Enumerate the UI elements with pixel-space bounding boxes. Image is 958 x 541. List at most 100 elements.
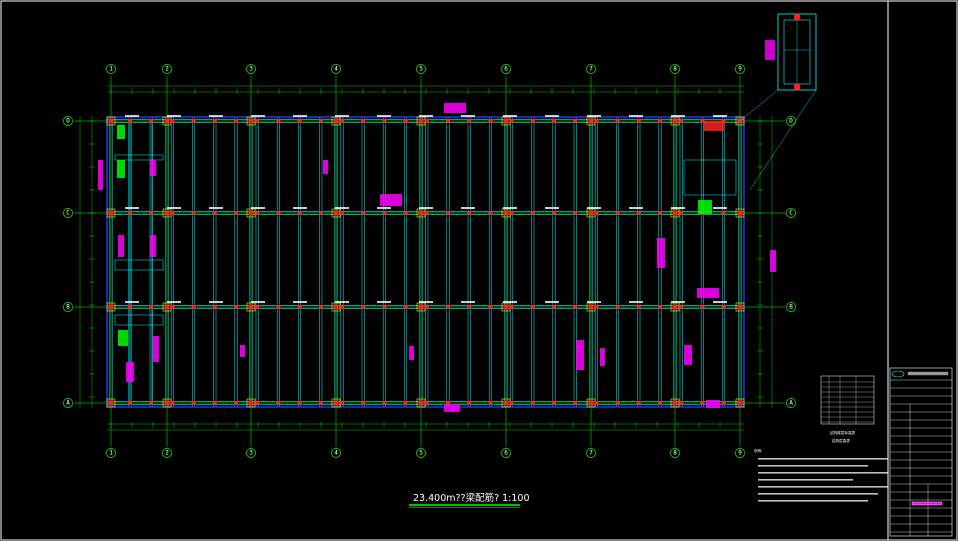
axis-number-label: 4	[334, 450, 338, 457]
axis-bubble-A: A	[63, 398, 73, 408]
axis-bubble-9: 9	[735, 64, 745, 74]
axis-number-label: 3	[249, 450, 253, 457]
axis-bubble-5: 5	[416, 448, 426, 458]
axis-bubble-B: B	[786, 302, 796, 312]
axis-bubble-8: 8	[670, 64, 680, 74]
axis-bubble-C: C	[786, 208, 796, 218]
axis-number-label: 7	[589, 66, 593, 73]
column	[246, 398, 256, 408]
beam-annotation	[770, 250, 776, 272]
column	[106, 398, 116, 408]
beam-annotation	[380, 194, 402, 206]
axis-bubble-B: B	[63, 302, 73, 312]
axis-letter-label: D	[66, 118, 70, 125]
axis-letter-label: D	[789, 118, 793, 125]
axis-number-label: 5	[419, 66, 423, 73]
axis-number-label: 1	[109, 66, 113, 73]
axis-number-label: 6	[504, 66, 508, 73]
axis-bubble-3: 3	[246, 448, 256, 458]
axis-number-label: 8	[673, 66, 677, 73]
axis-letter-label: C	[66, 210, 70, 217]
axis-bubble-7: 7	[586, 448, 596, 458]
axis-letter-label: A	[789, 400, 793, 407]
beam-annotation	[153, 336, 159, 362]
axis-number-label: 6	[504, 450, 508, 457]
axis-bubble-D: D	[786, 116, 796, 126]
beam-annotation	[150, 235, 156, 257]
axis-letter-label: B	[66, 304, 70, 311]
axis-bubble-4: 4	[331, 448, 341, 458]
axis-bubble-6: 6	[501, 64, 511, 74]
beam-annotation	[600, 348, 605, 366]
floor-level-table: 结构楼层标高表 结构层高表	[820, 375, 875, 443]
beam-annotation	[409, 346, 414, 360]
axis-number-label: 7	[589, 450, 593, 457]
notes-heading: 说明：	[754, 448, 765, 453]
beam-annotation	[240, 345, 245, 357]
beam-annotation	[444, 404, 460, 412]
axis-bubble-C: C	[63, 208, 73, 218]
axis-bubble-4: 4	[331, 64, 341, 74]
column	[106, 116, 116, 126]
axis-bubble-2: 2	[162, 448, 172, 458]
dimension-lines	[79, 85, 773, 431]
beam-annotation	[697, 288, 719, 298]
beam-annotation	[576, 340, 584, 370]
notes-block: 说明：	[754, 448, 888, 502]
axis-bubble-9: 9	[735, 448, 745, 458]
axis-letter-label: B	[789, 304, 793, 311]
beam-annotation	[126, 362, 134, 382]
axis-number-label: 2	[165, 66, 169, 73]
axis-bubble-2: 2	[162, 64, 172, 74]
axis-letter-label: A	[66, 400, 70, 407]
beam-annotations	[98, 103, 776, 412]
beam-annotation	[98, 160, 103, 190]
axis-number-label: 9	[738, 450, 742, 457]
axis-letter-label: C	[789, 210, 793, 217]
column	[735, 302, 745, 312]
column	[735, 116, 745, 126]
axis-number-label: 2	[165, 450, 169, 457]
legend-caption-1: 结构楼层标高表	[830, 430, 856, 435]
beam-annotation	[706, 400, 720, 408]
beam-annotation	[704, 121, 724, 131]
column	[670, 398, 680, 408]
axis-bubble-A: A	[786, 398, 796, 408]
detail-callout	[734, 13, 817, 191]
axis-bubble-5: 5	[416, 64, 426, 74]
beam-annotation	[657, 238, 665, 268]
axis-bubble-3: 3	[246, 64, 256, 74]
axis-gridlines	[74, 76, 785, 447]
title-block	[887, 1, 953, 540]
axis-bubble-1: 1	[106, 64, 116, 74]
beam-annotation	[118, 235, 124, 257]
axis-number-label: 3	[249, 66, 253, 73]
axis-bubble-8: 8	[670, 448, 680, 458]
axis-bubble-7: 7	[586, 64, 596, 74]
beam-annotation	[117, 160, 125, 178]
axis-number-label: 1	[109, 450, 113, 457]
beam-annotation	[684, 345, 692, 365]
beam-annotation	[323, 160, 328, 174]
beam-lines	[107, 117, 744, 407]
column	[106, 302, 116, 312]
axis-bubble-D: D	[63, 116, 73, 126]
legend-caption-2: 结构层高表	[832, 438, 850, 443]
beam-annotation	[698, 200, 712, 214]
beam-annotation	[444, 103, 466, 113]
drawing-title: 23.400m??梁配筋? 1:100	[413, 492, 530, 504]
axis-number-label: 8	[673, 450, 677, 457]
axis-number-label: 4	[334, 66, 338, 73]
axis-bubble-6: 6	[501, 448, 511, 458]
column	[735, 208, 745, 218]
column	[735, 398, 745, 408]
beam-annotation	[118, 330, 128, 346]
axis-number-label: 9	[738, 66, 742, 73]
beam-annotation	[117, 125, 125, 139]
axis-bubble-1: 1	[106, 448, 116, 458]
column	[106, 208, 116, 218]
axis-number-label: 5	[419, 450, 423, 457]
